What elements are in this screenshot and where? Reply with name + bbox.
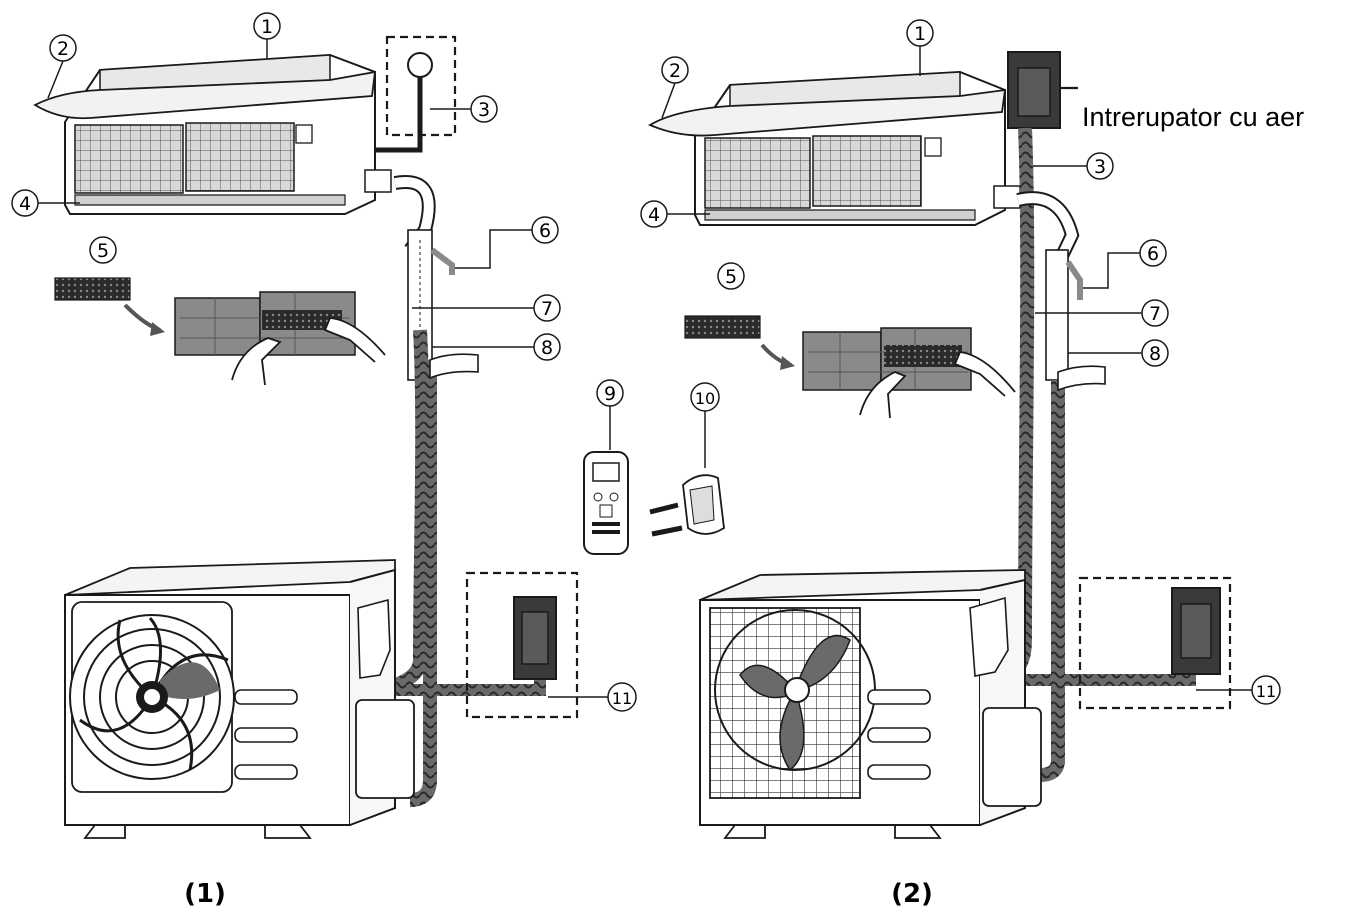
breaker-dashed-box bbox=[465, 571, 579, 719]
air-switch-top: Intrerupator cu aer bbox=[1007, 51, 1304, 132]
callout-2-4: 4 bbox=[648, 204, 660, 226]
remote-holder bbox=[649, 474, 725, 537]
filter-strip bbox=[54, 277, 131, 301]
indoor-unit-1 bbox=[33, 53, 392, 215]
fan-grille-2 bbox=[709, 607, 876, 799]
caption-2: (2) bbox=[891, 879, 933, 909]
callout-2-11: 11 bbox=[1256, 682, 1276, 701]
callout-2: 2 bbox=[57, 38, 69, 60]
callout-6: 6 bbox=[539, 220, 551, 242]
filter-install-1 bbox=[54, 277, 386, 386]
callout-5: 5 bbox=[97, 240, 109, 262]
air-switch-label: Intrerupator cu aer bbox=[1082, 102, 1304, 132]
fan-grille bbox=[69, 614, 235, 780]
callout-10: 10 bbox=[695, 389, 715, 408]
callouts-1: 1 2 3 4 5 6 7 8 9 bbox=[11, 12, 720, 712]
breaker-1 bbox=[465, 571, 579, 719]
filter-strip-2 bbox=[684, 315, 761, 339]
callout-3: 3 bbox=[478, 99, 490, 121]
caption-1: (1) bbox=[184, 879, 226, 909]
callout-2-8: 8 bbox=[1149, 343, 1161, 365]
callout-8: 8 bbox=[541, 337, 553, 359]
callout-2-7: 7 bbox=[1149, 303, 1161, 325]
diagram-1: 1 2 3 4 5 6 7 8 9 bbox=[11, 12, 725, 909]
callout-2-6: 6 bbox=[1147, 243, 1159, 265]
callout-7: 7 bbox=[541, 298, 553, 320]
callout-4: 4 bbox=[19, 193, 31, 215]
callout-2-5: 5 bbox=[725, 266, 737, 288]
callout-11: 11 bbox=[612, 689, 632, 708]
callout-2-1: 1 bbox=[914, 23, 926, 45]
outdoor-unit-1 bbox=[64, 559, 415, 839]
piping-1 bbox=[378, 175, 546, 807]
callout-1: 1 bbox=[261, 16, 273, 38]
callout-9: 9 bbox=[604, 383, 616, 405]
breaker-2 bbox=[1078, 576, 1232, 710]
breaker-dashed-box-2 bbox=[1078, 576, 1232, 710]
filter-install-2 bbox=[684, 315, 1016, 419]
power-plug-1 bbox=[376, 35, 457, 153]
callouts-2: 1 2 3 4 5 6 7 8 11 bbox=[640, 19, 1281, 705]
callout-2-3: 3 bbox=[1094, 156, 1106, 178]
outdoor-unit-2 bbox=[699, 569, 1042, 839]
indoor-unit-2 bbox=[648, 70, 1021, 226]
callout-2-2: 2 bbox=[669, 60, 681, 82]
remote-control bbox=[583, 451, 629, 555]
diagram-2: Intrerupator cu aer bbox=[640, 19, 1304, 909]
